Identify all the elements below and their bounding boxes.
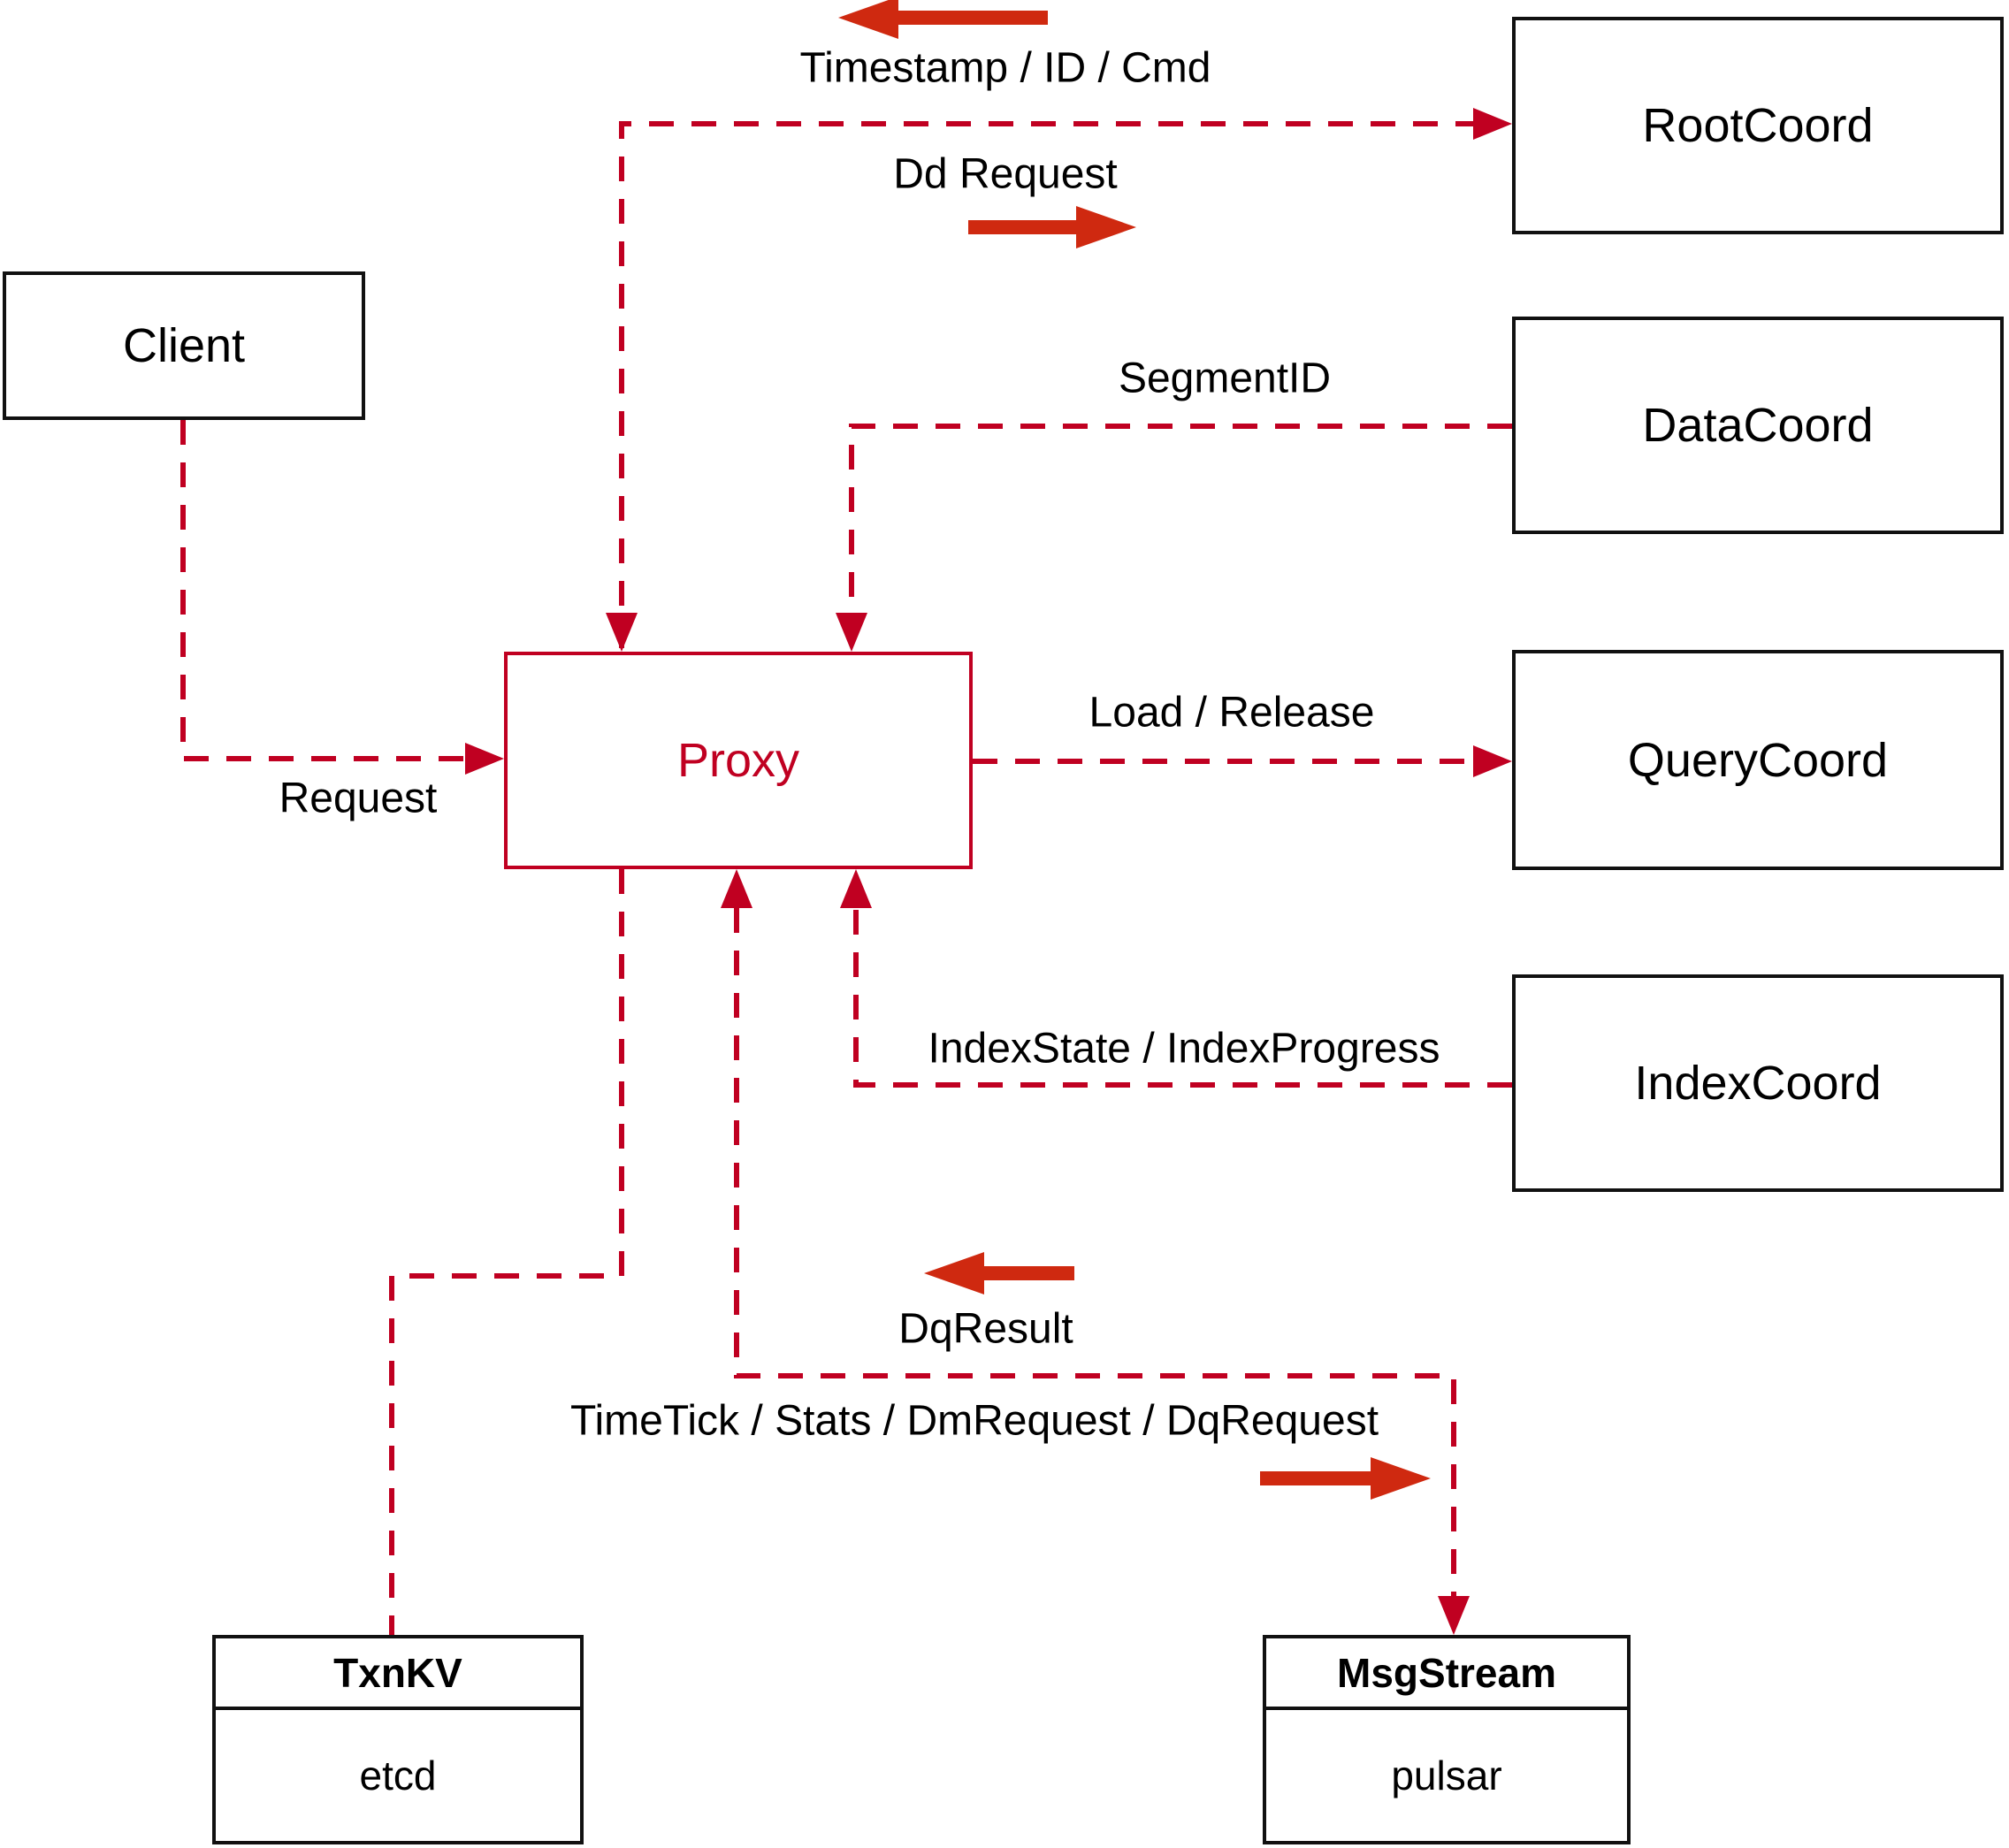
arrowhead-into-rootcoord bbox=[1473, 108, 1512, 140]
arrowhead-into-proxy-left bbox=[465, 743, 504, 775]
edge-segmentid-path bbox=[849, 424, 1512, 648]
edge-label-dq-result: DqResult bbox=[898, 1305, 1073, 1353]
proxy-node: Proxy bbox=[504, 652, 973, 869]
indexcoord-label: IndexCoord bbox=[1634, 1057, 1882, 1110]
edge-indexstate-path bbox=[853, 908, 1512, 1088]
txnkv-header: TxnKV bbox=[216, 1638, 580, 1710]
txnkv-sublabel: etcd bbox=[359, 1753, 437, 1798]
left-arrow-icon bbox=[924, 1252, 1074, 1294]
edge-label-index-state: IndexState / IndexProgress bbox=[928, 1025, 1440, 1073]
rootcoord-label: RootCoord bbox=[1642, 99, 1874, 152]
client-node: Client bbox=[3, 271, 365, 420]
arrowhead-into-proxy-bottom-left bbox=[721, 869, 752, 908]
edge-label-timestamp: Timestamp / ID / Cmd bbox=[799, 44, 1211, 92]
edge-label-request: Request bbox=[279, 775, 438, 822]
msgstream-sublabel: pulsar bbox=[1391, 1753, 1502, 1798]
arrowhead-into-proxy-top-right bbox=[836, 613, 867, 652]
edge-label-load-release: Load / Release bbox=[1089, 689, 1375, 737]
edge-label-time-tick: TimeTick / Stats / DmRequest / DqRequest bbox=[569, 1397, 1379, 1445]
rootcoord-node: RootCoord bbox=[1512, 17, 2004, 234]
edge-timestamp-ddrequest-path bbox=[619, 121, 1473, 648]
txnkv-node: TxnKV etcd bbox=[212, 1635, 584, 1844]
edge-txnkv-path bbox=[389, 869, 624, 1635]
edge-request-path bbox=[180, 420, 465, 761]
arrowhead-into-msgstream bbox=[1438, 1596, 1470, 1635]
datacoord-node: DataCoord bbox=[1512, 317, 2004, 534]
left-arrow-icon bbox=[838, 0, 1048, 39]
arrowhead-into-querycoord bbox=[1473, 745, 1512, 777]
msgstream-body: pulsar bbox=[1266, 1710, 1627, 1841]
arrowhead-into-proxy-top-left bbox=[606, 613, 638, 652]
msgstream-header: MsgStream bbox=[1266, 1638, 1627, 1710]
datacoord-label: DataCoord bbox=[1642, 399, 1874, 452]
right-arrow-icon bbox=[1260, 1457, 1431, 1500]
txnkv-body: etcd bbox=[216, 1710, 580, 1841]
arrowhead-into-proxy-bottom-right bbox=[840, 869, 872, 908]
querycoord-label: QueryCoord bbox=[1627, 733, 1889, 787]
indexcoord-node: IndexCoord bbox=[1512, 974, 2004, 1192]
edge-dqresult-timetick-path bbox=[734, 908, 1456, 1596]
txnkv-label: TxnKV bbox=[333, 1649, 462, 1696]
proxy-label: Proxy bbox=[676, 734, 800, 787]
msgstream-node: MsgStream pulsar bbox=[1263, 1635, 1631, 1844]
msgstream-label: MsgStream bbox=[1337, 1649, 1556, 1696]
edge-label-dd-request: Dd Request bbox=[893, 150, 1118, 198]
querycoord-node: QueryCoord bbox=[1512, 650, 2004, 870]
edge-label-segment-id: SegmentID bbox=[1118, 355, 1332, 402]
client-label: Client bbox=[122, 319, 246, 372]
right-arrow-icon bbox=[968, 206, 1136, 248]
